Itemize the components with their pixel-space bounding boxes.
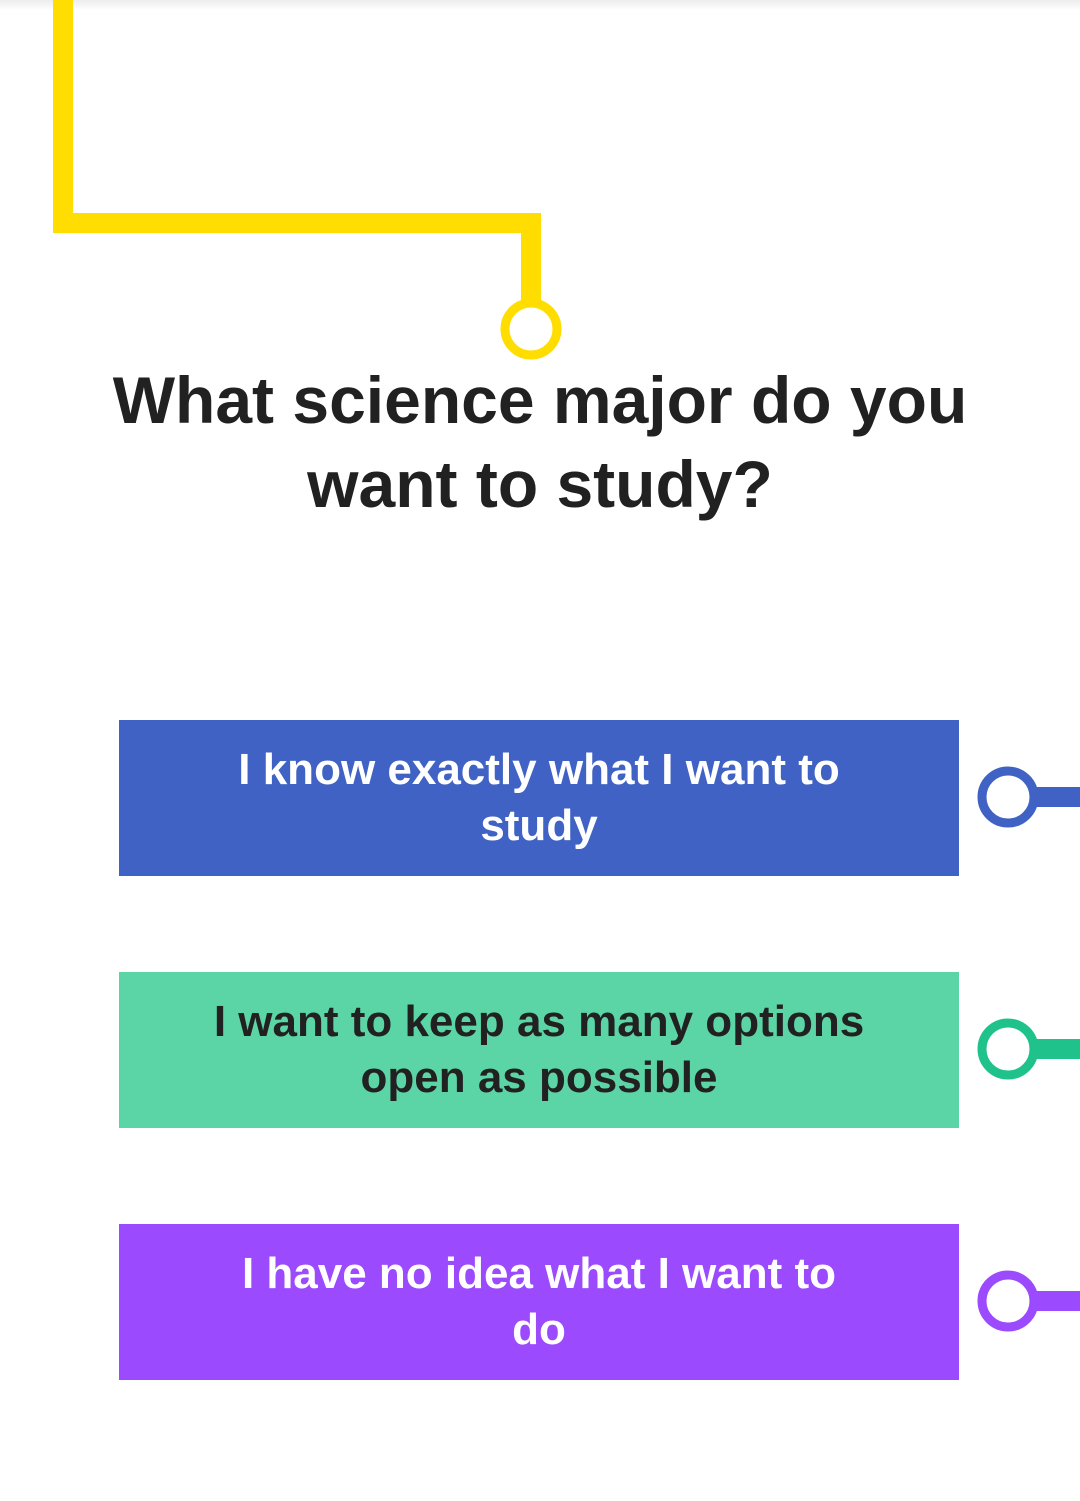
option-label: I want to keep as many options open as p…: [213, 997, 865, 1102]
question-heading: What science major do you want to study?: [112, 363, 968, 521]
option-label: I know exactly what I want to study: [238, 745, 840, 850]
yellow-path-node: [500, 298, 562, 360]
option-keep-options-open-button[interactable]: I want to keep as many options open as p…: [119, 972, 959, 1128]
option-no-idea-button[interactable]: I have no idea what I want to do: [119, 1224, 959, 1380]
option-label: I have no idea what I want to do: [241, 1249, 837, 1354]
connector-node-1: [977, 766, 1039, 828]
yellow-flow-path: [53, 0, 541, 300]
option-connector-1: [977, 766, 1080, 828]
top-edge-shadow: [0, 0, 1080, 10]
option-connector-3: [977, 1270, 1080, 1332]
connector-node-3: [977, 1270, 1039, 1332]
option-connector-2: [977, 1018, 1080, 1080]
option-know-exactly-button[interactable]: I know exactly what I want to study: [119, 720, 959, 876]
connector-node-2: [977, 1018, 1039, 1080]
